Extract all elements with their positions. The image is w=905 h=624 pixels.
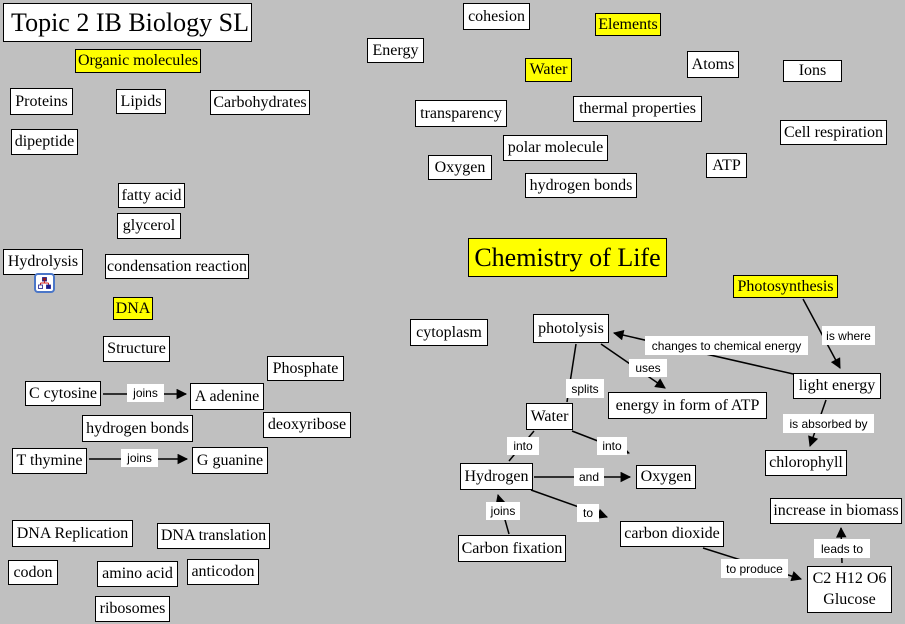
node-chemistry-of-life[interactable]: Chemistry of Life: [468, 238, 667, 277]
node-phosphate[interactable]: Phosphate: [267, 356, 344, 381]
node-dna[interactable]: DNA: [113, 297, 153, 320]
link-label-into-hydrogen[interactable]: into: [507, 437, 539, 455]
node-dna-replication[interactable]: DNA Replication: [12, 520, 133, 547]
node-cytoplasm[interactable]: cytoplasm: [410, 319, 488, 346]
node-topic-title[interactable]: Topic 2 IB Biology SL: [3, 3, 252, 42]
node-light-energy[interactable]: light energy: [793, 373, 881, 399]
link-label-to[interactable]: to: [577, 504, 599, 522]
node-fatty-acid[interactable]: fatty acid: [118, 183, 185, 208]
link-label-leads-to[interactable]: leads to: [814, 539, 870, 558]
node-photolysis[interactable]: photolysis: [533, 314, 609, 343]
node-hydrogen-bonds-water[interactable]: hydrogen bonds: [525, 173, 637, 198]
node-glycerol[interactable]: glycerol: [117, 213, 181, 239]
node-cell-respiration[interactable]: Cell respiration: [780, 120, 887, 145]
node-glucose[interactable]: C2 H12 O6 Glucose: [807, 566, 892, 613]
node-oxygen-product[interactable]: Oxygen: [636, 465, 696, 489]
node-carbon-fixation[interactable]: Carbon fixation: [458, 535, 566, 562]
link-label-is-where[interactable]: is where: [822, 326, 875, 345]
node-deoxyribose[interactable]: deoxyribose: [263, 412, 351, 438]
node-amino-acid[interactable]: amino acid: [97, 561, 178, 587]
link-label-is-absorbed-by[interactable]: is absorbed by: [783, 414, 874, 433]
link-label-uses[interactable]: uses: [629, 359, 667, 377]
node-c-cytosine[interactable]: C cytosine: [25, 381, 101, 406]
tree-diagram-icon: [38, 277, 51, 289]
node-energy[interactable]: Energy: [367, 38, 424, 63]
node-thermal-properties[interactable]: thermal properties: [573, 96, 702, 122]
hydrolysis-subdocument-button[interactable]: [34, 273, 55, 293]
link-label-joins-thymine[interactable]: joins: [121, 449, 158, 467]
node-g-guanine[interactable]: G guanine: [192, 447, 268, 474]
node-hydrolysis[interactable]: Hydrolysis: [3, 249, 83, 275]
node-hydrogen-bonds-dna[interactable]: hydrogen bonds: [82, 415, 193, 442]
connector-photosynthesis-is-where-light-energy: [802, 298, 841, 369]
node-transparency[interactable]: transparency: [415, 100, 507, 127]
node-anticodon[interactable]: anticodon: [187, 559, 259, 585]
node-structure[interactable]: Structure: [103, 336, 170, 362]
node-dna-translation[interactable]: DNA translation: [157, 523, 270, 549]
node-polar-molecule[interactable]: polar molecule: [503, 135, 608, 161]
node-carbon-dioxide[interactable]: carbon dioxide: [620, 521, 724, 547]
node-condensation-reaction[interactable]: condensation reaction: [105, 254, 249, 279]
node-energy-in-form-of-atp[interactable]: energy in form of ATP: [608, 392, 767, 419]
node-atp[interactable]: ATP: [706, 153, 747, 178]
link-label-to-produce[interactable]: to produce: [721, 559, 788, 578]
node-proteins[interactable]: Proteins: [10, 88, 73, 115]
link-label-joins-fixation[interactable]: joins: [486, 502, 520, 520]
node-codon[interactable]: codon: [8, 560, 58, 585]
node-organic-molecules[interactable]: Organic molecules: [75, 49, 201, 73]
node-increase-in-biomass[interactable]: increase in biomass: [770, 498, 902, 524]
node-oxygen-property[interactable]: Oxygen: [428, 155, 492, 180]
node-water-split[interactable]: Water: [526, 403, 573, 430]
node-ribosomes[interactable]: ribosomes: [95, 596, 170, 622]
link-label-splits[interactable]: splits: [566, 379, 604, 398]
link-label-changes-to-chemical-energy[interactable]: changes to chemical energy: [645, 336, 808, 355]
link-label-joins-cytosine[interactable]: joins: [127, 384, 164, 402]
link-label-and[interactable]: and: [574, 468, 604, 486]
node-carbohydrates[interactable]: Carbohydrates: [210, 90, 310, 115]
node-chlorophyll[interactable]: chlorophyll: [765, 450, 847, 476]
node-photosynthesis[interactable]: Photosynthesis: [733, 275, 838, 298]
node-atoms[interactable]: Atoms: [687, 51, 739, 78]
node-elements[interactable]: Elements: [595, 13, 661, 36]
node-dipeptide[interactable]: dipeptide: [11, 129, 78, 155]
node-a-adenine[interactable]: A adenine: [190, 383, 264, 410]
node-t-thymine[interactable]: T thymine: [12, 448, 87, 474]
node-water-properties[interactable]: Water: [525, 58, 572, 82]
node-lipids[interactable]: Lipids: [116, 89, 166, 114]
link-label-into-oxygen[interactable]: into: [597, 437, 627, 455]
node-ions[interactable]: Ions: [783, 60, 842, 82]
node-hydrogen[interactable]: Hydrogen: [460, 463, 533, 490]
node-cohesion[interactable]: cohesion: [463, 3, 530, 30]
